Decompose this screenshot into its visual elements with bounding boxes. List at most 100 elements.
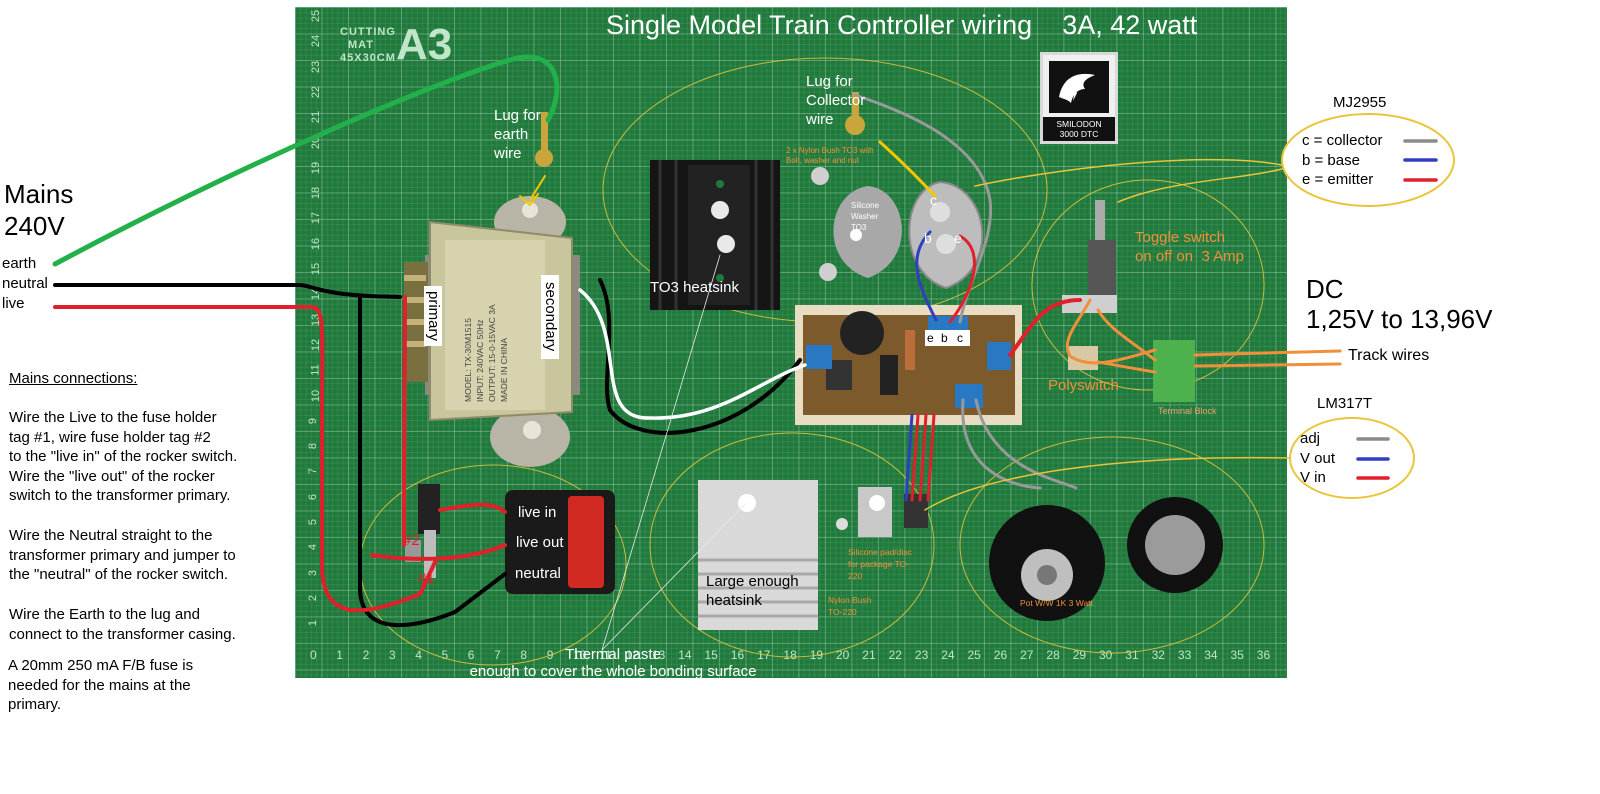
earth-wire	[52, 54, 560, 267]
mat-scale-number: 36	[1256, 648, 1271, 662]
mat-scale-number: 28	[1046, 648, 1060, 662]
mat-scale-number: 26	[993, 648, 1008, 662]
live-wire	[53, 305, 438, 613]
plate-line: OUTPUT: 15-0-15VAC 3A	[487, 304, 497, 402]
board-pin-e: e	[927, 331, 934, 345]
silicone-washer-line1: Silicone	[851, 201, 880, 210]
terminal-block-part	[1153, 340, 1195, 402]
earth-lug-line3: wire	[494, 145, 522, 162]
cat-head-icon	[1059, 73, 1095, 103]
to3-pin-c: c	[930, 192, 937, 208]
mat-scale-number: 15	[704, 648, 718, 662]
rocker-neutral-label: neutral	[515, 565, 561, 582]
plate-line: MODEL: TX-30M1515	[463, 318, 473, 402]
ellipse-pot-area	[959, 436, 1265, 654]
toggle-switch-line2: on off on 3 Amp	[1135, 248, 1244, 265]
mat-scale-number: 0	[310, 648, 317, 662]
mat-scale-number: 33	[1177, 648, 1192, 662]
note-line: to the "live in" of the rocker switch.	[9, 448, 238, 465]
live-label: live	[2, 295, 25, 312]
note-line: connect to the transformer casing.	[9, 625, 236, 643]
collector-lug-label: Lug for Collector wire	[806, 72, 865, 129]
mains-note-para2: Wire the Neutral straight to the transfo…	[9, 526, 236, 585]
mj2955-title: MJ2955	[1333, 94, 1387, 111]
lm317-part	[904, 494, 928, 528]
large-heatsink-label: Large enough heatsink	[706, 572, 799, 610]
mat-brand: CUTTING MAT 45X30CM	[340, 26, 396, 65]
to3-heatsink-label: TO3 heatsink	[650, 279, 739, 296]
earth-lug-line2: earth	[494, 126, 529, 143]
note-line: Wire the Live to the fuse holder	[9, 409, 217, 426]
mat-scale-number: 14	[678, 648, 692, 662]
large-heatsink-part	[698, 480, 818, 630]
dc-output-label: DC 1,25V to 13,96V	[1306, 274, 1492, 334]
mat-format: A3	[396, 20, 453, 69]
lm317t-adj: adj	[1300, 430, 1321, 447]
ellipse-toggle-area	[1031, 179, 1265, 391]
mat-scale-number: 22	[888, 648, 902, 662]
silicone-pad-line2: for package TO-	[848, 559, 910, 569]
mains-note-para1: Wire the Live to the fuse holder tag #1,…	[9, 408, 237, 506]
mat-scale-number: 10	[573, 648, 587, 662]
plate-line: INPUT: 240VAC 50Hz	[475, 319, 485, 402]
note-line: primary.	[8, 696, 62, 713]
mains-title-line2: 240V	[4, 211, 65, 241]
secondary-label: secondary	[541, 275, 559, 359]
mains-title: Mains 240V	[4, 178, 73, 242]
thermal-paste-line2: enough to cover the whole bonding surfac…	[469, 663, 757, 680]
rocker-live-in-label: live in	[518, 504, 557, 521]
mat-scale-number: 3	[388, 648, 396, 662]
note-line: Wire the Earth to the lug and	[9, 606, 200, 623]
smilodon-logo: SMILODON 3000 DTC	[1040, 52, 1118, 144]
fuse-tag-1: #1	[418, 570, 435, 587]
mat-scale-number: 2	[362, 648, 370, 662]
smilodon-logo-text: SMILODON 3000 DTC	[1043, 117, 1115, 141]
mat-brand-top: CUTTING	[340, 26, 396, 38]
mat-scale-number: 1	[336, 648, 343, 662]
silicone-pad-note: Silicone pad/disc for package TO- 220	[848, 546, 912, 582]
silicone-pad-line3: 220	[848, 571, 863, 581]
mj2955-emitter: e = emitter	[1302, 171, 1374, 188]
note-line: the "neutral" of the rocker switch.	[9, 566, 229, 583]
toggle-switch-label: Toggle switch on off on 3 Amp	[1135, 228, 1244, 266]
cutting-mat	[295, 7, 1287, 678]
mains-note-para3: Wire the Earth to the lug and connect to…	[9, 605, 236, 644]
lugs	[535, 92, 865, 167]
earth-lug-label: Lug for earth wire	[494, 106, 541, 163]
neutral-wire	[53, 283, 507, 628]
mat-brand-mid: MAT	[348, 39, 375, 51]
note-line: needed for the mains at the	[8, 676, 191, 694]
terminal-block-label: Terminal Block	[1158, 406, 1217, 416]
mat-scale-number: 30	[1099, 648, 1113, 662]
pcb	[795, 305, 1022, 425]
rocker-live-out-label: live out	[516, 534, 564, 551]
mat-brand-size: 45X30CM	[340, 52, 396, 64]
page-title: Single Model Train Controller wiring 3A,…	[606, 10, 1198, 40]
note-line: Wire the "live out" of the rocker	[9, 467, 215, 485]
track-wires-label: Track wires	[1348, 347, 1430, 364]
fuse-tag-2: #2	[403, 532, 420, 549]
mat-scale-number: 21	[862, 648, 876, 662]
lm317t-title: LM317T	[1317, 395, 1373, 412]
lm317t-vout: V out	[1300, 450, 1336, 467]
dc-line1: DC	[1306, 274, 1344, 304]
note-line: switch to the transformer primary.	[9, 487, 231, 504]
logo-line2: 3000 DTC	[1059, 129, 1099, 139]
mat-scale-number: 16	[730, 648, 745, 662]
note-line: A 20mm 250 mA F/B fuse is	[8, 657, 194, 674]
collector-lug-line1: Lug for	[806, 73, 853, 90]
large-heatsink-line2: heatsink	[706, 592, 762, 609]
thermal-paste-line1: Thermal paste	[565, 646, 661, 663]
earth-lug-line1: Lug for	[494, 107, 541, 124]
board-pin-b: b	[941, 331, 948, 345]
toggle-switch-part	[1062, 200, 1117, 313]
mains-connections-heading: Mains connections:	[9, 370, 138, 387]
note-line: tag #1, wire fuse holder tag #2	[9, 428, 211, 446]
neutral-label: neutral	[2, 275, 48, 292]
primary-label: primary	[424, 286, 442, 346]
mat-scale-number: 35	[1230, 648, 1244, 662]
mat-scale-number: 18	[783, 648, 797, 662]
note-line: transformer primary and jumper to	[9, 546, 236, 564]
